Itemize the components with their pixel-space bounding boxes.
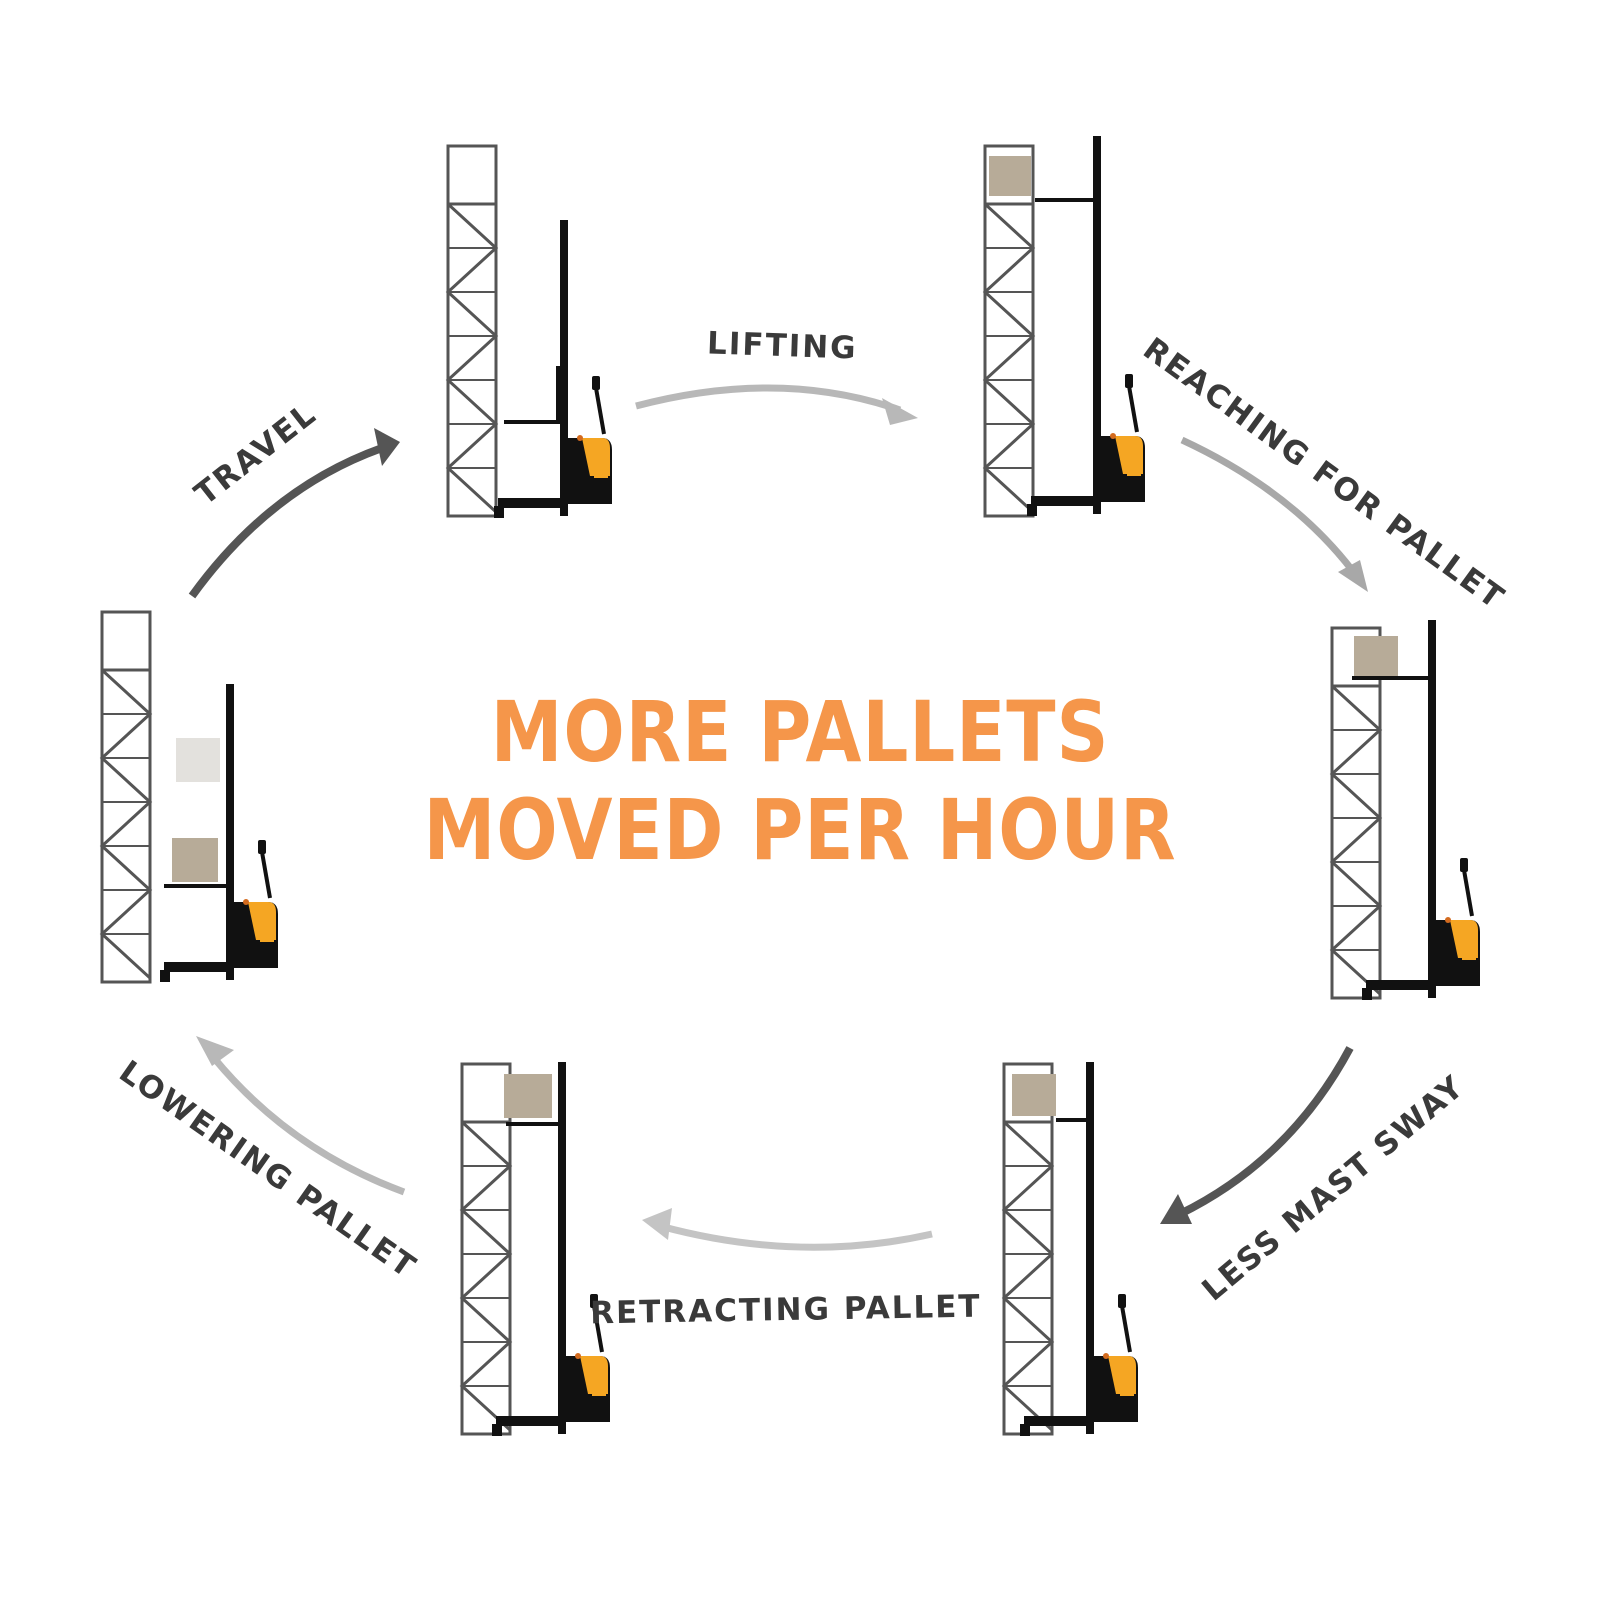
pallet-box-icon — [172, 838, 218, 882]
pallet-box-icon — [504, 1074, 552, 1118]
station-less-mast-sway — [1002, 1062, 1140, 1438]
cycle-arrow-icon — [635, 384, 918, 425]
station-retracting — [460, 1062, 612, 1438]
electric-stacker-icon — [158, 684, 280, 984]
headline-line-1: MORE PALLETS — [490, 683, 1110, 781]
cycle-arrow-icon — [642, 1208, 933, 1251]
station-lifting — [983, 136, 1147, 518]
cycle-arrow-icon — [1180, 436, 1368, 592]
pallet-box-ghost-icon — [176, 738, 220, 782]
electric-stacker-icon — [1018, 1062, 1140, 1438]
pallet-box-icon — [989, 156, 1031, 196]
pallet-box-icon — [1354, 636, 1398, 678]
electric-stacker-icon — [1025, 136, 1147, 518]
pallet-box-icon — [1012, 1074, 1056, 1116]
cycle-arrow-icon — [188, 428, 400, 599]
headline-line-2: MOVED PER HOUR — [423, 781, 1177, 879]
station-lowering — [100, 610, 280, 984]
electric-stacker-icon — [1352, 620, 1482, 1002]
cycle-arrow-icon — [196, 1036, 406, 1196]
step-label-retracting: RETRACTING PALLET — [590, 1289, 982, 1332]
cycle-arrow-icon — [1160, 1046, 1354, 1224]
station-start — [446, 144, 614, 520]
station-reaching — [1330, 620, 1482, 1002]
electric-stacker-icon — [490, 1062, 612, 1438]
step-label-lifting: LIFTING — [706, 325, 858, 366]
electric-stacker-icon — [492, 220, 614, 520]
